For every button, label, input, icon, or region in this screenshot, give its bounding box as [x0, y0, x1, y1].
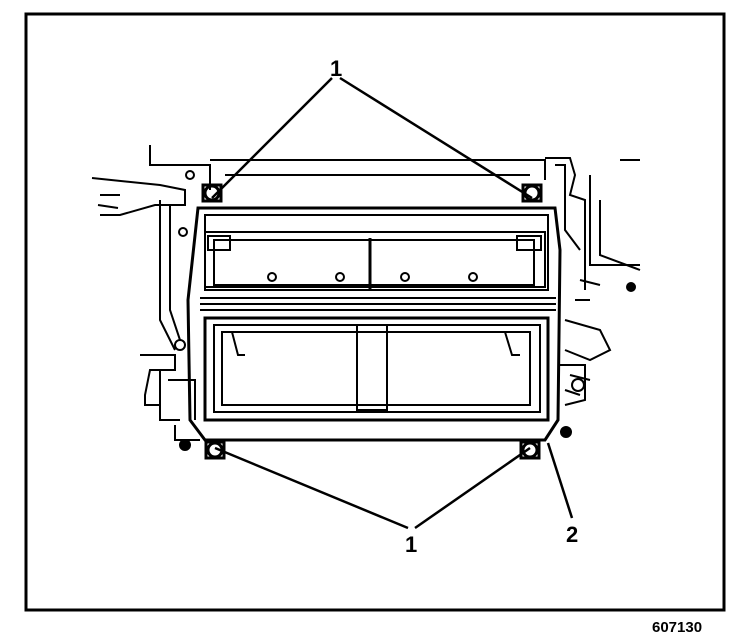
callout-label-top: 1	[330, 56, 342, 81]
figure-id: 607130	[652, 619, 702, 636]
retaining-screws	[201, 183, 543, 460]
filter-housing-cover	[186, 206, 562, 442]
background-housing	[91, 145, 641, 451]
callout-label-clip: 2	[566, 522, 578, 547]
leader-lines	[211, 76, 574, 530]
figure-frame	[24, 12, 726, 612]
callout-label-bottom: 1	[405, 532, 417, 557]
